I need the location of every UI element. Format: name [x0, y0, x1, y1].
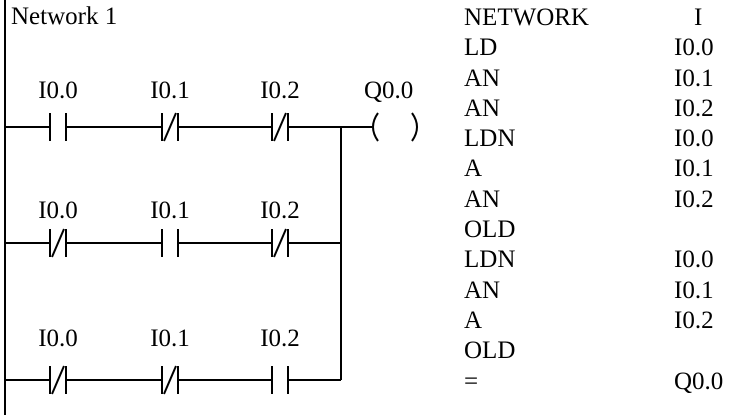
stl-arg: I0.1	[674, 155, 714, 183]
stl-op: LDN	[464, 246, 516, 274]
stl-arg: I0.2	[674, 306, 714, 334]
stl-row: = Q0.0	[464, 367, 735, 397]
stl-op: A	[464, 155, 483, 183]
stl-arg: I0.1	[674, 276, 714, 304]
contact-address: I0.2	[260, 197, 300, 224]
contact-address: I0.1	[150, 77, 190, 104]
stl-op: AN	[464, 276, 501, 304]
stl-arg: I0.0	[674, 125, 714, 153]
stl-arg: I0.2	[674, 185, 714, 213]
coil-address: Q0.0	[364, 77, 413, 104]
stl-arg: I0.0	[674, 34, 714, 62]
contact-address: I0.1	[150, 197, 190, 224]
stl-header-arg: I	[694, 4, 703, 31]
stl-op: AN	[464, 64, 501, 92]
stl-row: LD I0.0	[464, 33, 735, 63]
stl-op: A	[464, 306, 483, 334]
stl-arg: I0.1	[674, 64, 714, 92]
stl-arg: I0.0	[674, 246, 714, 274]
contact-nc-slash	[273, 112, 287, 142]
contact-address: I0.0	[38, 77, 78, 104]
stl-arg: Q0.0	[674, 367, 724, 395]
stl-op: LD	[464, 34, 498, 62]
stl-header-op: NETWORK	[464, 4, 589, 31]
contact-nc-slash	[51, 228, 65, 258]
stl-row: A I0.1	[464, 154, 735, 184]
stl-row: AN I0.2	[464, 94, 735, 124]
contact-nc-slash	[273, 228, 287, 258]
stl-op: AN	[464, 94, 501, 122]
stl-header-row: NETWORK I	[464, 3, 735, 33]
stl-row: OLD	[464, 336, 735, 366]
stl-row: AN I0.1	[464, 276, 735, 306]
contact-address: I0.0	[38, 325, 78, 352]
contact-address: I0.0	[38, 197, 78, 224]
stl-row: A I0.2	[464, 306, 735, 336]
stl-op: OLD	[464, 216, 516, 244]
stl-row: AN I0.2	[464, 185, 735, 215]
contact-nc-slash	[163, 365, 177, 395]
contact-nc-slash	[163, 112, 177, 142]
coil-right-arc	[411, 112, 418, 142]
stl-op: OLD	[464, 337, 516, 365]
stl-row: LDN I0.0	[464, 245, 735, 275]
contact-address: I0.1	[150, 325, 190, 352]
contact-nc-slash	[51, 365, 65, 395]
contact-address: I0.2	[260, 77, 300, 104]
coil-left-arc	[372, 112, 379, 142]
contact-address: I0.2	[260, 325, 300, 352]
stl-op: AN	[464, 185, 501, 213]
stl-op: =	[464, 367, 479, 395]
network-title: Network 1	[11, 3, 117, 30]
stl-op: LDN	[464, 125, 516, 153]
stl-row: OLD	[464, 215, 735, 245]
stl-arg: I0.2	[674, 94, 714, 122]
stl-row: LDN I0.0	[464, 124, 735, 154]
stl-row: AN I0.1	[464, 64, 735, 94]
